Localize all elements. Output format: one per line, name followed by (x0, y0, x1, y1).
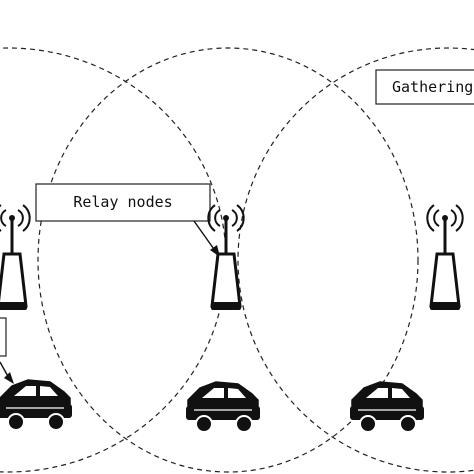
antenna-icon (426, 204, 464, 254)
vehicle-right (350, 381, 424, 433)
tower-body-icon (0, 252, 28, 308)
relay-nodes-label-box (35, 183, 211, 222)
relay-tower-middle (207, 204, 245, 310)
gathering-label-box (375, 69, 474, 105)
vehicle-left (0, 379, 72, 431)
antenna-icon (0, 204, 31, 254)
coverage-range-middle (37, 47, 419, 473)
antenna-icon (207, 204, 245, 254)
vehicle-middle (186, 381, 260, 433)
tower-body-icon (210, 252, 242, 308)
relay-tower-left (0, 204, 31, 310)
left-partial-callout (0, 317, 14, 384)
car-icon (350, 381, 424, 433)
gathering-tower-right (426, 204, 464, 310)
coverage-range-right (237, 47, 474, 473)
gathering-callout: Gathering (375, 69, 474, 105)
left-pointer-arrowhead (4, 372, 14, 384)
car-icon (0, 379, 72, 431)
tower-body-icon (429, 252, 461, 308)
relay-nodes-label: Relay nodes (73, 193, 172, 211)
relay-nodes-callout: Relay nodes (35, 183, 220, 257)
left-partial-label-box (0, 317, 7, 357)
car-icon (186, 381, 260, 433)
gathering-label: Gathering (392, 78, 473, 96)
relay-nodes-pointer-line (193, 220, 217, 253)
